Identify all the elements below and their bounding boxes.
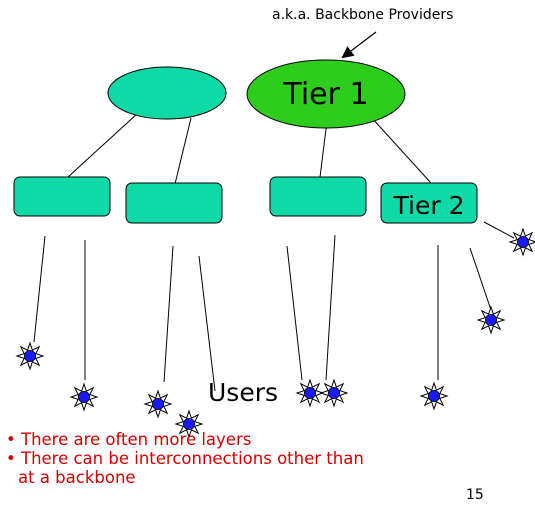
user-star-icon — [16, 342, 44, 370]
bullet-2: There can be interconnections other than — [20, 449, 364, 468]
backbone-provider-left — [107, 66, 227, 120]
backbone-provider-tier1 — [246, 59, 406, 129]
tier2-node-3 — [269, 176, 367, 217]
user-star-icon — [296, 379, 324, 407]
tier2-node-4 — [380, 182, 478, 224]
link-backbone-left-to-t2b — [174, 117, 192, 185]
link-tier1-to-t2d — [370, 116, 432, 184]
user-star-icon — [70, 383, 98, 411]
bullet-1: There are often more layers — [20, 430, 252, 449]
bullet-list: • There are often more layers • There ca… — [6, 430, 364, 487]
tier2-node-1 — [13, 176, 111, 217]
link-t2c-user5 — [286, 245, 303, 381]
tier1-label: Tier 1 — [282, 77, 368, 112]
user-star-icon — [320, 379, 348, 407]
page-number: 15 — [466, 487, 484, 503]
annotation-arrow — [341, 31, 377, 59]
tier2-label: Tier 2 — [393, 191, 465, 220]
link-t2d-user9 — [483, 221, 515, 239]
connector-lines — [33, 112, 515, 392]
user-star-icon — [144, 390, 172, 418]
link-t2b-user3 — [163, 245, 174, 383]
backbone-annotation: a.k.a. Backbone Providers — [272, 7, 454, 23]
user-star-icon — [420, 382, 448, 410]
link-tier1-to-t2c — [319, 120, 328, 178]
user-star-icon — [509, 228, 535, 256]
link-t2d-user8 — [469, 247, 492, 311]
link-t2a-user1 — [33, 235, 46, 343]
link-t2c-user6 — [325, 234, 336, 381]
bullet-2-continuation: at a backbone — [18, 468, 136, 487]
link-backbone-left-to-t2a — [67, 112, 139, 178]
link-t2b-user4 — [198, 255, 216, 392]
user-star-icon — [477, 306, 505, 334]
tier2-node-2 — [125, 182, 223, 224]
users-label: Users — [208, 378, 278, 407]
